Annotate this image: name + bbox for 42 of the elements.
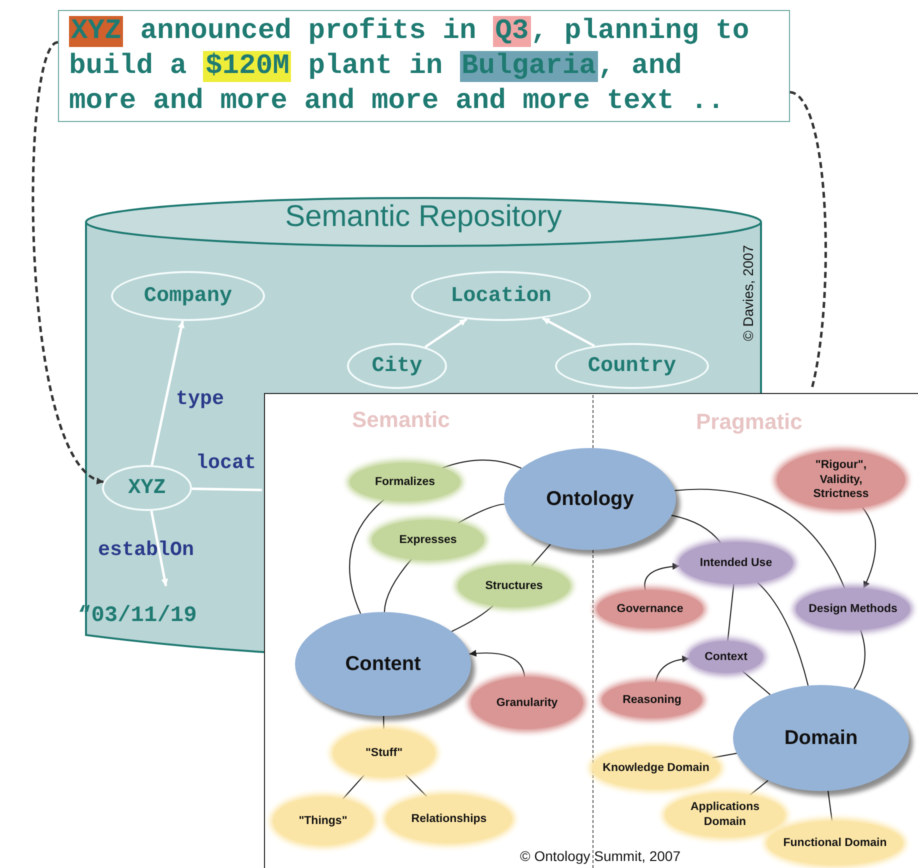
connector-line: [384, 558, 412, 612]
copyright-note: © Ontology Summit, 2007: [520, 848, 681, 864]
connector-line: [458, 504, 504, 524]
column-heading: Semantic: [352, 407, 450, 433]
connector-line: [451, 605, 494, 632]
connector-line: [742, 670, 771, 696]
connector-line: [674, 488, 846, 588]
connector-line: [342, 774, 365, 800]
connector-line: [750, 780, 768, 796]
edge-label: type: [176, 388, 224, 411]
repository-title: Semantic Repository: [284, 199, 563, 235]
arrow: [542, 317, 596, 348]
connector-line: [531, 544, 551, 566]
copyright-note: © Davies, 2007: [740, 245, 756, 341]
class-ellipse: Location: [411, 271, 591, 321]
edge-label: locat: [196, 452, 256, 475]
class-ellipse: City: [347, 343, 447, 389]
arrow: [469, 650, 526, 678]
arrow: [150, 510, 168, 586]
connector-line: [405, 774, 428, 797]
connector-line: [383, 716, 384, 729]
class-ellipse: Company: [111, 271, 265, 321]
connector-line: [349, 499, 384, 614]
connector-line: [854, 630, 866, 690]
connector-line: [828, 790, 833, 822]
class-ellipse: Country: [555, 343, 709, 389]
arrow: [644, 562, 680, 590]
arrow: [655, 656, 690, 682]
connector-line: [727, 584, 734, 642]
class-ellipse: XYZ: [102, 465, 192, 511]
arrow: [862, 507, 876, 589]
dashed-arrow: [32, 42, 104, 484]
arrow: [150, 320, 185, 466]
connector-line: [671, 514, 722, 544]
arrow: [424, 318, 468, 348]
text-paragraph: XYZ announced profits in Q3, planning to build a $120M plant in Bulgaria, and more and more and more and more text ..: [69, 15, 750, 119]
connector-line: [712, 752, 737, 758]
connector-line: [757, 582, 809, 686]
column-heading: Pragmatic: [696, 409, 802, 435]
connector-line: [442, 460, 522, 469]
connector-line: [192, 488, 262, 492]
edge-label: establOn: [98, 539, 194, 562]
